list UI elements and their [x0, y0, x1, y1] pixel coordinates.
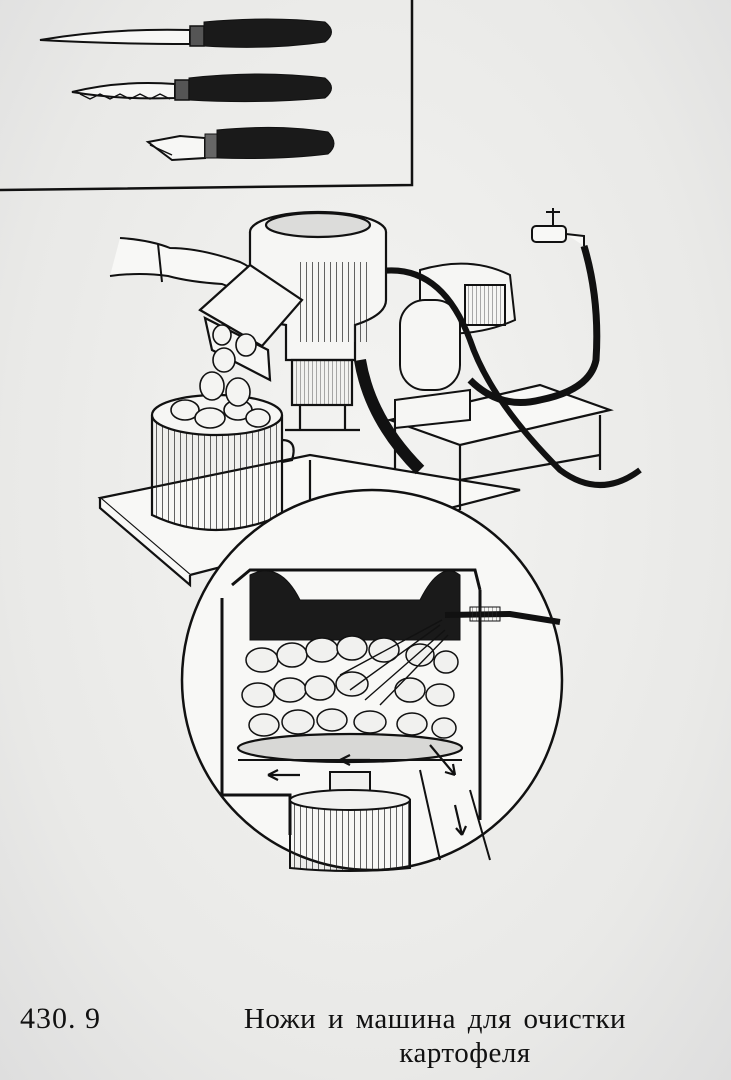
figure-caption: Ножи и машина для очистки картофеля	[185, 1002, 685, 1070]
peeler-knife-icon	[145, 126, 335, 162]
figure-number: 430. 9	[20, 1002, 101, 1035]
motor-icon	[394, 262, 517, 430]
pot-with-potatoes-icon	[150, 324, 295, 532]
water-tap-icon	[467, 208, 601, 406]
caption-line-2: картофеля	[399, 1037, 531, 1069]
cross-section-detail	[180, 488, 564, 872]
serrated-knife-icon	[71, 73, 332, 103]
power-cable	[374, 267, 642, 488]
knife-icon	[39, 18, 332, 48]
knife-panel	[0, 0, 414, 192]
caption-line-1: Ножи и машина для очистки	[243, 1003, 627, 1035]
